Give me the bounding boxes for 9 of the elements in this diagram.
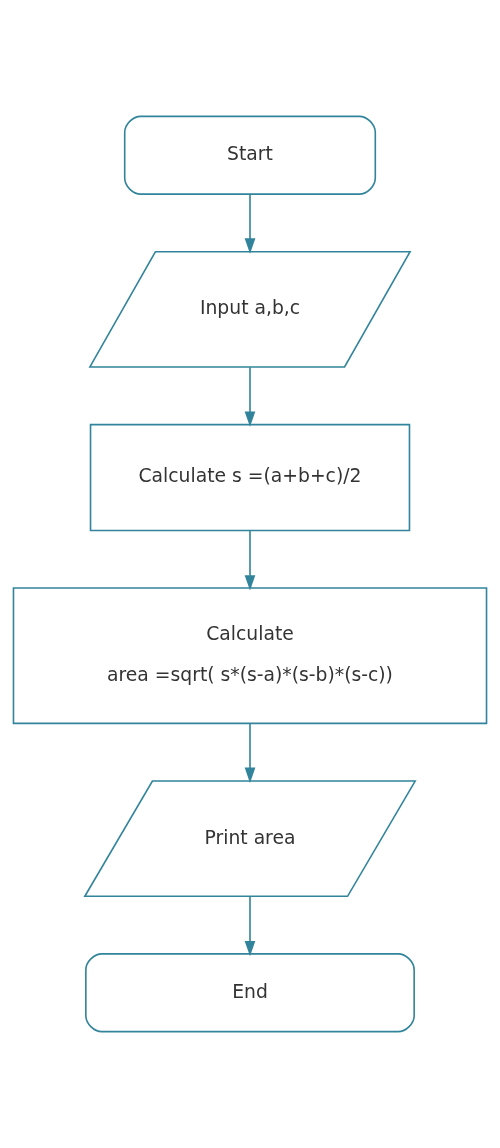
node-box: Calculate area =sqrt( s*(s-a)*(s-b)*(s-c))	[12, 587, 488, 725]
node-box: End	[85, 953, 415, 1033]
node-box: Start	[123, 115, 377, 195]
arrow	[244, 366, 256, 427]
arrow	[244, 722, 256, 783]
node-box: Calculate s =(a+b+c)/2	[89, 423, 411, 532]
arrow	[244, 529, 256, 591]
arrow	[244, 895, 256, 957]
arrow	[244, 193, 256, 254]
